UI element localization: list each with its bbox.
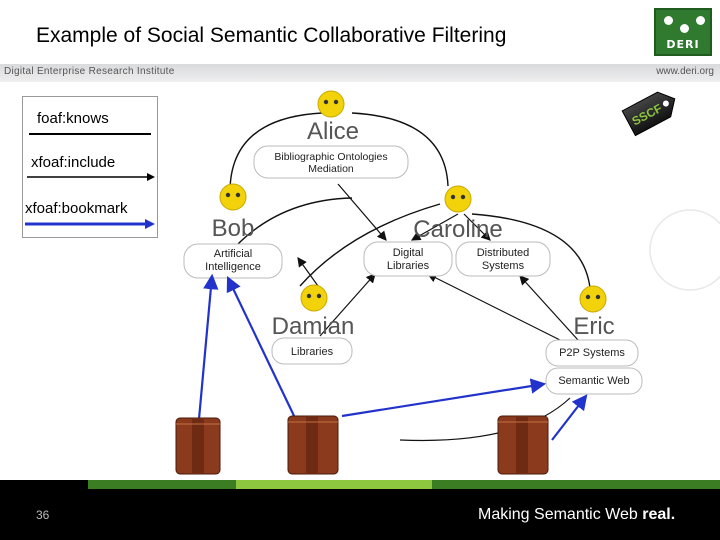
bookmark-arrow-book2-ai bbox=[226, 276, 297, 421]
category-ai: Artificial Intelligence bbox=[183, 243, 283, 279]
include-arrow-caroline-digital bbox=[410, 213, 459, 241]
person-bob: Bob bbox=[212, 183, 255, 242]
knows-arc-damian-caroline bbox=[299, 203, 441, 287]
website-url: www.deri.org bbox=[656, 66, 714, 77]
decorative-circle bbox=[649, 209, 720, 291]
knows-arc-caroline-eric bbox=[471, 213, 591, 289]
legend-line-bookmark bbox=[25, 219, 155, 229]
include-arrow-bibliographic-digital bbox=[337, 183, 387, 241]
legend-label-include: xfoaf:include bbox=[31, 154, 116, 171]
category-digital-libraries-line1: Digital bbox=[393, 247, 424, 259]
smiley-icon bbox=[444, 185, 472, 213]
smiley-icon bbox=[300, 284, 328, 312]
person-name-alice: Alice bbox=[307, 118, 359, 145]
book-icon bbox=[287, 415, 339, 475]
legend-label-knows: foaf:knows bbox=[37, 110, 109, 127]
include-arrow-caroline-distributed bbox=[463, 213, 491, 241]
include-arrow-p2p-digital bbox=[426, 273, 561, 341]
smiley-icon bbox=[219, 183, 247, 211]
category-semantic-web-label: Semantic Web bbox=[558, 375, 629, 387]
category-bibliographic-line2: Mediation bbox=[308, 163, 354, 175]
include-arrow-damian-ai bbox=[297, 257, 319, 287]
person-name-eric: Eric bbox=[573, 313, 614, 340]
footer-stripe-light bbox=[236, 480, 432, 489]
person-alice: Alice bbox=[307, 90, 359, 145]
footer-stripe-dark-right bbox=[432, 480, 720, 489]
include-arrow-p2p-distributed bbox=[519, 275, 579, 341]
category-distributed-systems: Distributed Systems bbox=[455, 241, 551, 277]
category-ai-line1: Artificial bbox=[214, 248, 253, 260]
legend-line-include bbox=[27, 173, 155, 181]
person-damian: Damian bbox=[272, 284, 355, 340]
category-bibliographic: Bibliographic Ontologies Mediation bbox=[253, 145, 409, 179]
category-digital-libraries: Digital Libraries bbox=[363, 241, 453, 277]
institute-band: Digital Enterprise Research Institute ww… bbox=[0, 64, 720, 82]
footer-stripe-dark bbox=[88, 480, 236, 489]
category-bibliographic-line1: Bibliographic Ontologies bbox=[274, 151, 387, 163]
knows-arc-bob-alice bbox=[229, 112, 323, 193]
category-semantic-web: Semantic Web bbox=[545, 367, 643, 395]
slogan-prefix: Making Semantic Web bbox=[478, 506, 643, 523]
knows-arc-alice-caroline bbox=[351, 112, 449, 187]
category-libraries-label: Libraries bbox=[291, 346, 334, 358]
page-number: 36 bbox=[36, 508, 50, 522]
bookmark-arrow-book1-ai bbox=[196, 273, 219, 431]
smiley-icon bbox=[579, 285, 607, 313]
sscf-tag-icon: SSCF bbox=[621, 91, 676, 137]
deri-logo-text: DERI bbox=[666, 38, 700, 51]
category-distributed-line2: Systems bbox=[482, 260, 525, 272]
bookmark-arrow-book2-semantic-web bbox=[341, 378, 547, 418]
person-name-caroline: Caroline bbox=[413, 216, 502, 243]
person-name-damian: Damian bbox=[272, 313, 355, 340]
include-arrow-libraries-digital bbox=[319, 273, 376, 337]
category-distributed-line1: Distributed bbox=[477, 247, 530, 259]
slide-title: Example of Social Semantic Collaborative… bbox=[36, 24, 507, 47]
category-p2p-label: P2P Systems bbox=[559, 347, 625, 359]
footer-bar: 36 Making Semantic Web real. bbox=[0, 480, 720, 540]
book-icon bbox=[175, 417, 221, 475]
person-caroline: Caroline bbox=[413, 185, 503, 243]
footer-slogan: Making Semantic Web real. bbox=[478, 506, 675, 524]
bookmark-arrow-book3-semantic-web bbox=[551, 394, 588, 441]
legend-box: foaf:knows xfoaf:include xfoaf:bookmark bbox=[22, 96, 158, 238]
smiley-icon bbox=[317, 90, 345, 118]
category-digital-libraries-line2: Libraries bbox=[387, 260, 430, 272]
category-p2p: P2P Systems bbox=[545, 339, 639, 367]
person-eric: Eric bbox=[573, 285, 615, 340]
category-ai-line2: Intelligence bbox=[205, 261, 261, 273]
legend-line-knows bbox=[29, 133, 151, 135]
legend-label-bookmark: xfoaf:bookmark bbox=[25, 200, 128, 217]
institute-name: Digital Enterprise Research Institute bbox=[4, 66, 175, 77]
slogan-emphasis: real. bbox=[642, 506, 676, 523]
person-name-bob: Bob bbox=[212, 215, 255, 242]
deri-logo: DERI bbox=[654, 8, 712, 56]
category-libraries: Libraries bbox=[271, 337, 353, 365]
book-icon bbox=[497, 415, 549, 475]
